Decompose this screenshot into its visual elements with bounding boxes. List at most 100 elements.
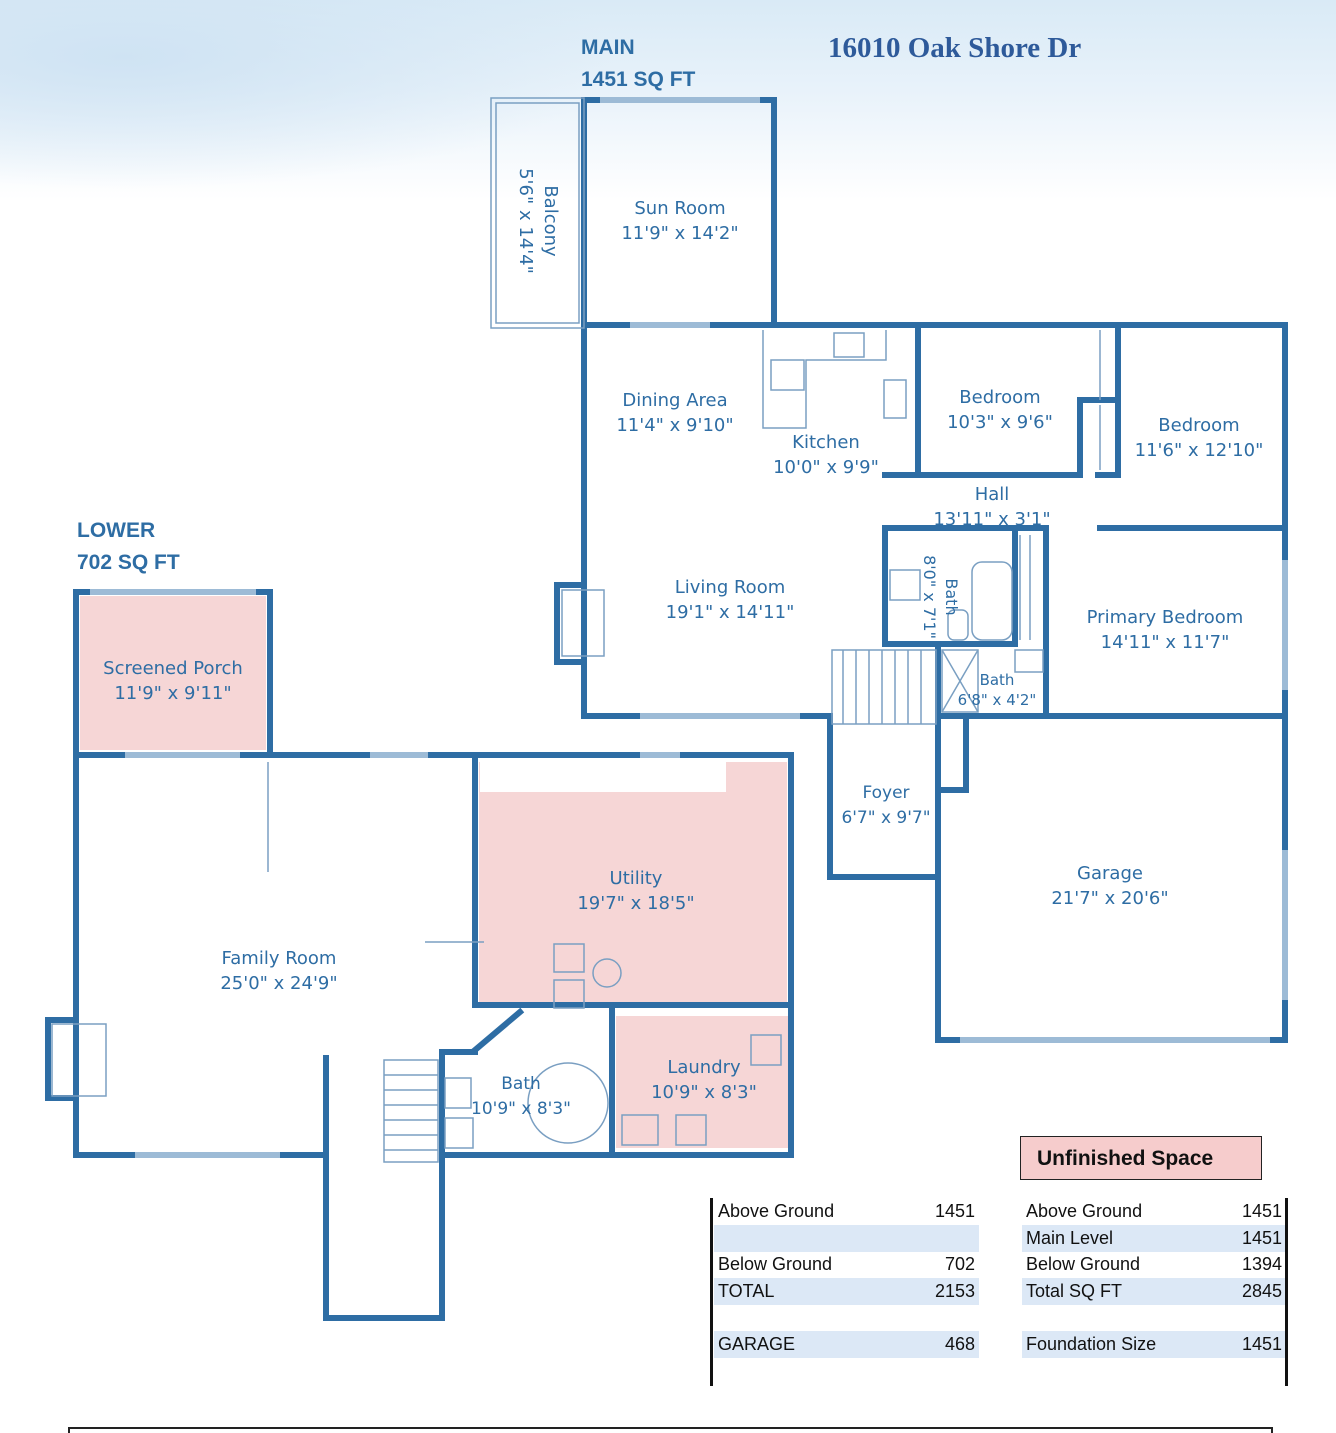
room-bath-primary: Bath 6'8" x 4'2" (950, 670, 1044, 710)
room-name: Dining Area (622, 390, 728, 411)
row-label: GARAGE (718, 1334, 796, 1354)
header-glow (0, 0, 620, 190)
room-name: Foyer (862, 783, 910, 803)
table-row: TOTAL 2153 (714, 1278, 979, 1305)
room-dims: 8'0" x 7'1" (920, 555, 939, 639)
room-name: Hall (974, 484, 1010, 505)
room-dims: 21'7" x 20'6" (1051, 888, 1169, 909)
room-balcony: Balcony 5'6" x 14'4" (513, 161, 563, 281)
room-bedroom-2: Bedroom 11'6" x 12'10" (1130, 413, 1268, 463)
room-dims: 25'0" x 24'9" (220, 973, 338, 994)
laundry-fill (616, 1016, 788, 1148)
room-name: Kitchen (792, 432, 860, 453)
lower-level-name: LOWER (77, 519, 156, 542)
row-value: 1451 (1241, 1228, 1282, 1248)
room-dims: 14'11" x 11'7" (1100, 632, 1230, 653)
utility-cutout (480, 762, 726, 792)
row-value: 1451 (934, 1201, 975, 1221)
room-utility: Utility 19'7" x 18'5" (570, 866, 702, 916)
footer-rule (68, 1427, 1273, 1429)
row-value: 2845 (1241, 1281, 1282, 1301)
table-row: Foundation Size 1451 (1022, 1331, 1286, 1358)
room-dims: 10'3" x 9'6" (947, 412, 1053, 433)
lower-level-label: LOWER 702 SQ FT (77, 515, 180, 579)
room-screened-porch: Screened Porch 11'9" x 9'11" (92, 656, 254, 706)
room-laundry: Laundry 10'9" x 8'3" (648, 1055, 760, 1105)
room-dims: 5'6" x 14'4" (515, 168, 536, 274)
row-label: Above Ground (1026, 1201, 1143, 1221)
table-right-border (1285, 1198, 1288, 1386)
property-address: 16010 Oak Shore Dr (828, 32, 1082, 64)
room-dining-area: Dining Area 11'4" x 9'10" (600, 388, 750, 438)
windows (90, 97, 1288, 1158)
main-level-area: 1451 SQ FT (581, 68, 696, 91)
table-row (1022, 1305, 1286, 1332)
fixtures (51, 97, 1101, 1163)
table-row: Below Ground 1394 (1022, 1251, 1286, 1278)
table-row (714, 1225, 979, 1252)
table-row: Above Ground 1451 (714, 1198, 979, 1225)
table-row (714, 1305, 979, 1332)
room-dims: 10'9" x 8'3" (471, 1099, 571, 1119)
row-value: 1394 (1241, 1254, 1282, 1274)
room-dims: 10'9" x 8'3" (651, 1082, 757, 1103)
room-name: Bedroom (1158, 415, 1240, 436)
lower-level-area: 702 SQ FT (77, 551, 180, 574)
room-name: Balcony (540, 185, 561, 257)
room-name: Living Room (674, 577, 786, 598)
room-name: Bath (942, 578, 961, 616)
room-name: Screened Porch (103, 658, 243, 679)
row-label: Main Level (1026, 1228, 1114, 1248)
main-level-label: MAIN 1451 SQ FT (581, 32, 695, 96)
room-dims: 13'11" x 3'1" (933, 509, 1051, 530)
room-name: Family Room (221, 948, 337, 969)
room-bedroom-1: Bedroom 10'3" x 9'6" (940, 385, 1060, 435)
room-hall: Hall 13'11" x 3'1" (928, 482, 1056, 532)
row-label: Below Ground (718, 1254, 833, 1274)
room-name: Utility (609, 868, 663, 889)
room-name: Sun Room (634, 198, 726, 219)
main-level-name: MAIN (581, 36, 635, 59)
room-dims: 10'0" x 9'9" (773, 457, 879, 478)
table-left-border (710, 1198, 713, 1386)
room-dims: 19'1" x 14'11" (665, 602, 795, 623)
room-dims: 11'9" x 14'2" (621, 223, 739, 244)
room-name: Laundry (667, 1057, 741, 1078)
room-name: Garage (1077, 863, 1143, 884)
table-row: GARAGE 468 (714, 1331, 979, 1358)
porch-fill (80, 596, 266, 750)
row-label: Above Ground (718, 1201, 835, 1221)
room-family-room: Family Room 25'0" x 24'9" (204, 946, 354, 996)
utility-fill (479, 762, 787, 1008)
room-bath-lower: Bath 10'9" x 8'3" (468, 1072, 574, 1122)
room-living-room: Living Room 19'1" x 14'11" (660, 575, 800, 625)
room-dims: 11'9" x 9'11" (114, 683, 232, 704)
footer-rule-left (68, 1427, 70, 1433)
table-row: Main Level 1451 (1022, 1225, 1286, 1252)
room-primary-bedroom: Primary Bedroom 14'11" x 11'7" (1080, 605, 1250, 655)
row-label: Below Ground (1026, 1254, 1141, 1274)
room-dims: 11'4" x 9'10" (616, 415, 734, 436)
room-sun-room: Sun Room 11'9" x 14'2" (620, 196, 740, 246)
room-kitchen: Kitchen 10'0" x 9'9" (762, 430, 890, 480)
row-label: TOTAL (718, 1281, 775, 1301)
room-name: Bath (501, 1074, 541, 1094)
row-value: 468 (944, 1334, 975, 1354)
footer-rule-right (1271, 1427, 1273, 1433)
room-dims: 6'8" x 4'2" (957, 691, 1037, 709)
room-bath-main: Bath 8'0" x 7'1" (918, 547, 962, 647)
room-dims: 11'6" x 12'10" (1134, 440, 1264, 461)
room-name: Bath (979, 671, 1015, 689)
row-label: Foundation Size (1026, 1334, 1157, 1354)
row-value: 2153 (934, 1281, 975, 1301)
room-garage: Garage 21'7" x 20'6" (1040, 861, 1180, 911)
room-name: Primary Bedroom (1086, 607, 1244, 628)
room-foyer: Foyer 6'7" x 9'7" (838, 781, 934, 831)
row-value: 1451 (1241, 1334, 1282, 1354)
